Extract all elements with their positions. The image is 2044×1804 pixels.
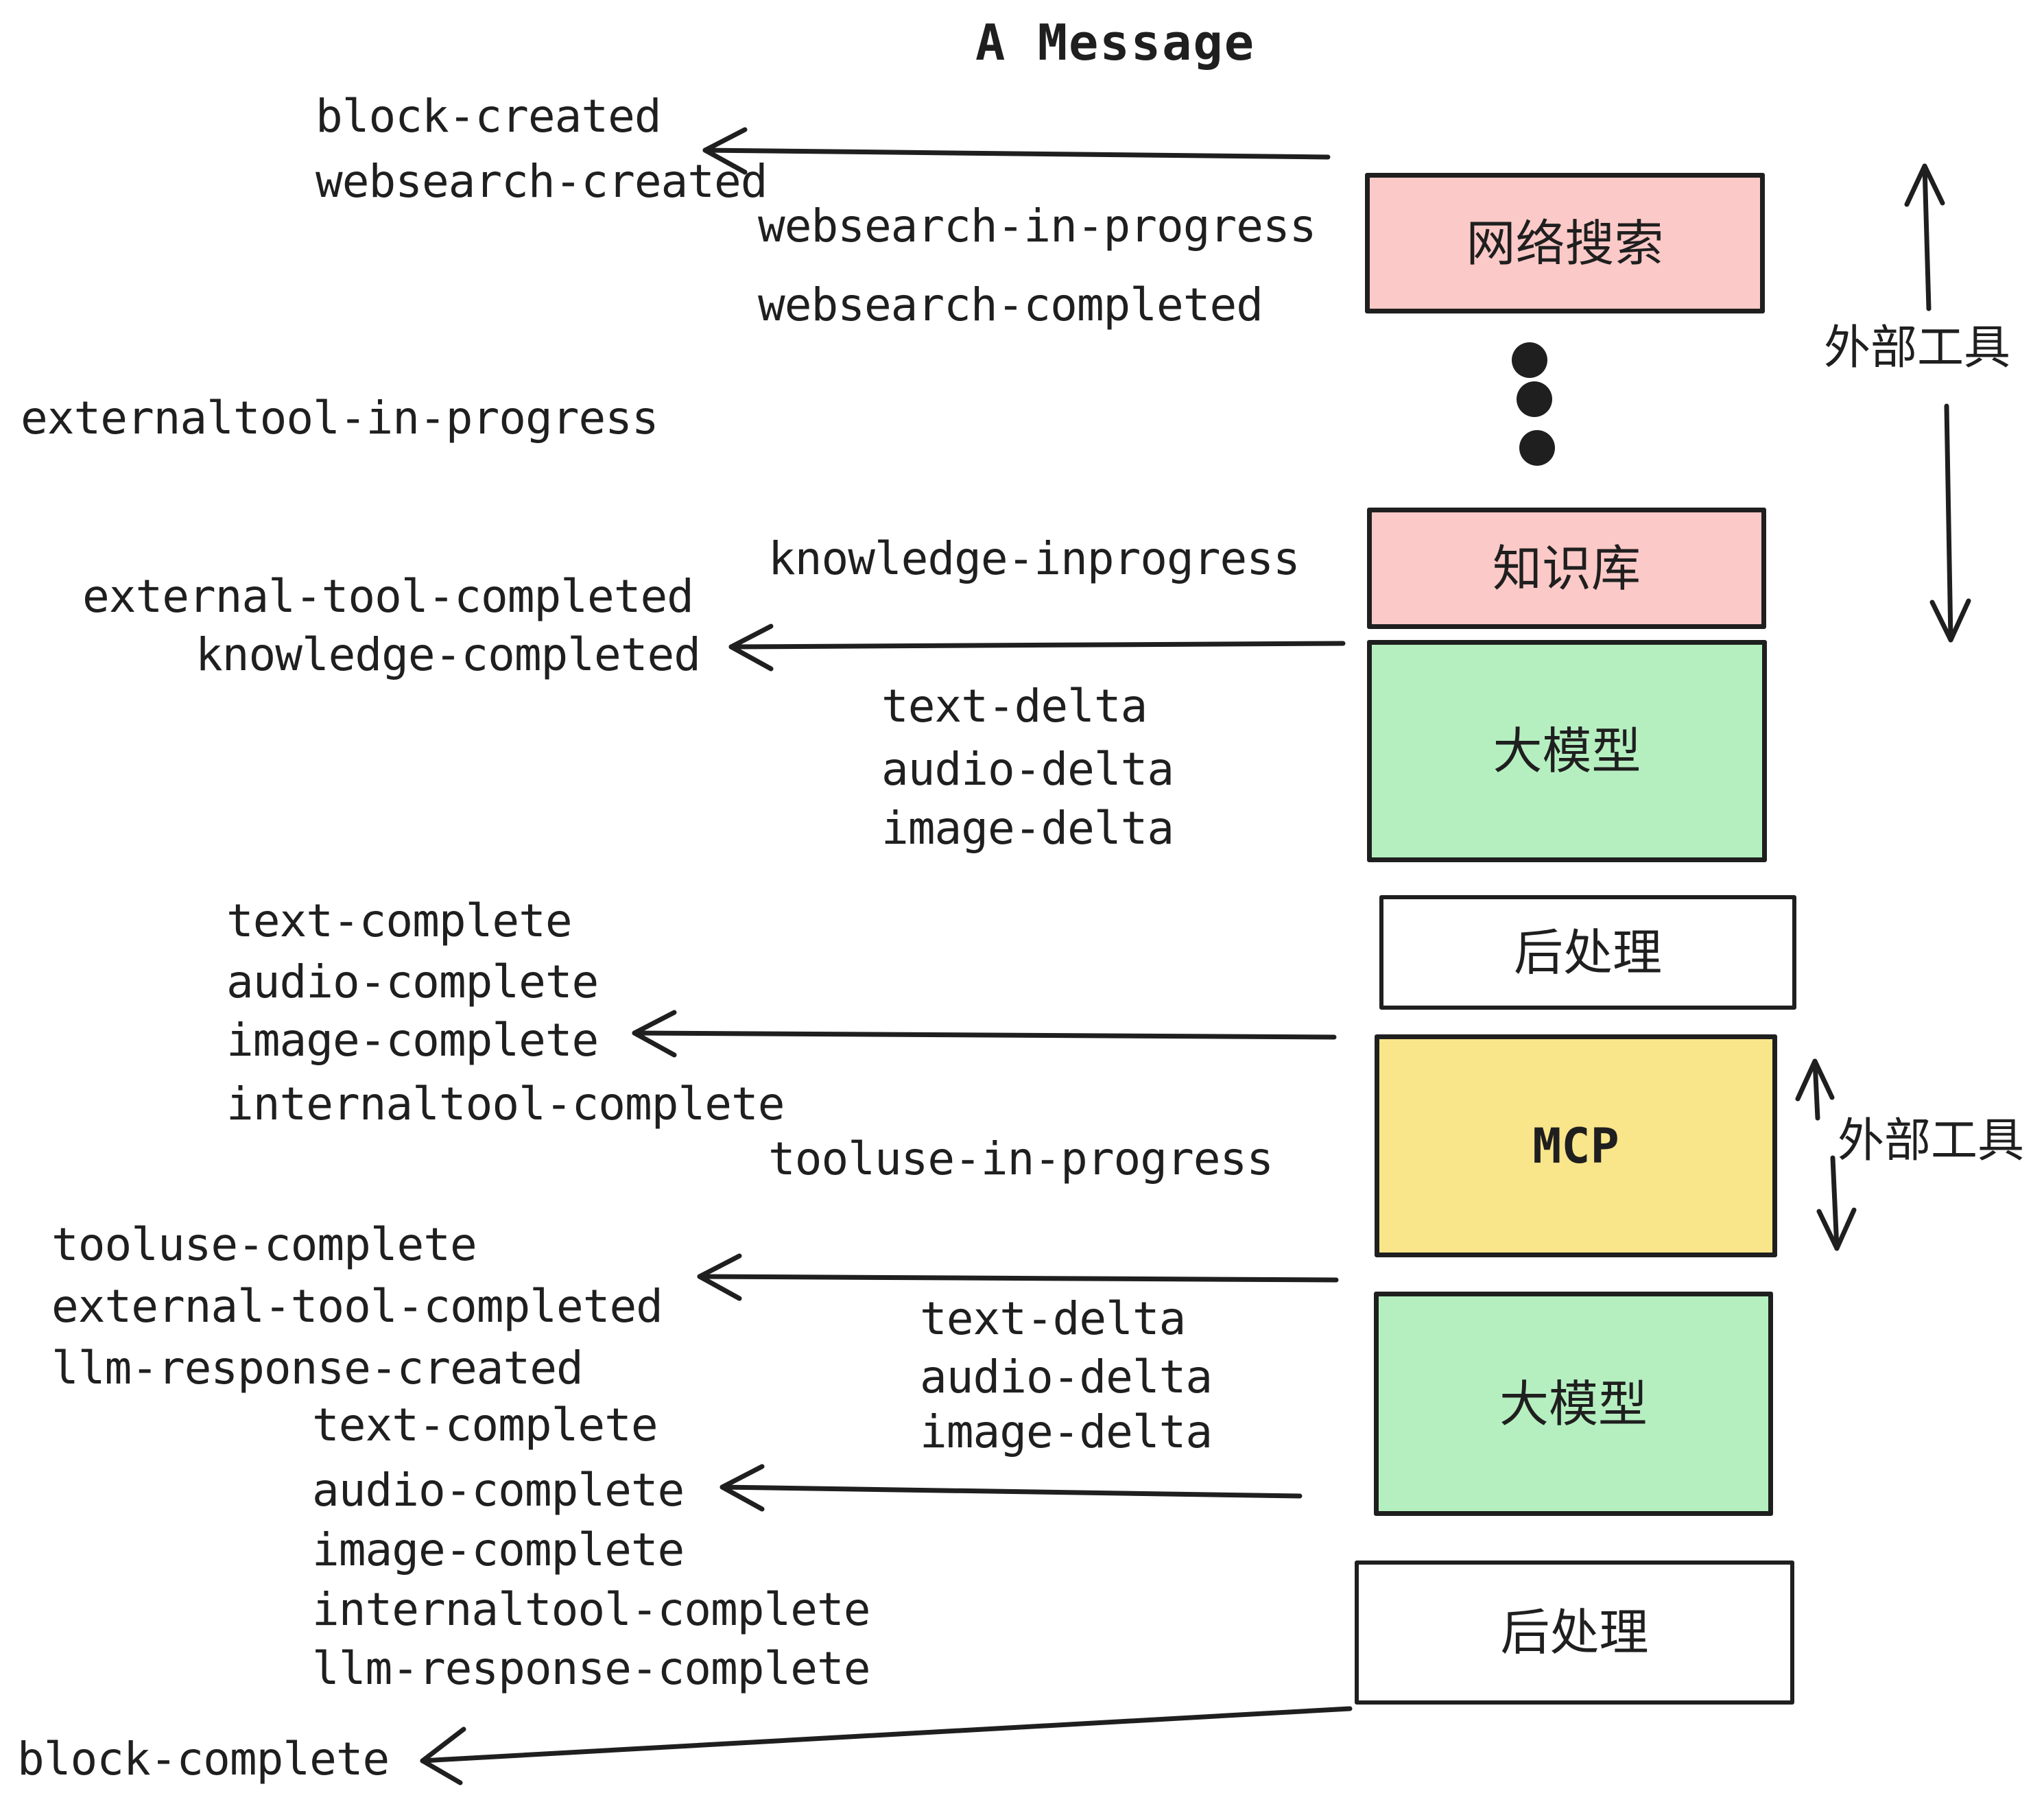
event-tooluse-in-progress: tooluse-in-progress xyxy=(768,1132,1274,1185)
box-llm-bottom-label: 大模型 xyxy=(1499,1375,1648,1433)
event-image-complete-2: image-complete xyxy=(312,1523,685,1576)
event-knowledge-inprogress: knowledge-inprogress xyxy=(768,532,1300,585)
event-audio-delta-2: audio-delta xyxy=(920,1351,1213,1403)
event-block-complete: block-complete xyxy=(17,1733,390,1785)
box-llm-bottom: 大模型 xyxy=(1374,1292,1773,1516)
box-postprocess-bottom: 后处理 xyxy=(1355,1560,1794,1705)
event-websearch-created: websearch-created xyxy=(316,155,768,208)
box-postprocess-top: 后处理 xyxy=(1379,895,1796,1010)
event-audio-complete-2: audio-complete xyxy=(312,1464,685,1517)
event-knowledge-completed: knowledge-completed xyxy=(195,628,701,681)
event-tooluse-complete: tooluse-complete xyxy=(51,1218,477,1271)
event-externaltool-in-progress: externaltool-in-progress xyxy=(21,392,659,444)
arrow-to-knowledge-completed xyxy=(728,624,1346,672)
box-llm-top-label: 大模型 xyxy=(1493,722,1641,780)
external-tools-bottom-up-arrow xyxy=(1795,1058,1835,1121)
event-external-tool-completed-2: external-tool-completed xyxy=(51,1280,663,1333)
diagram-title: A Message xyxy=(975,14,1256,71)
box-mcp: MCP xyxy=(1375,1034,1777,1257)
event-external-tool-completed: external-tool-completed xyxy=(82,570,694,623)
external-tools-top-label: 外部工具 xyxy=(1824,321,2011,375)
external-tools-top-up-arrow xyxy=(1904,163,1945,311)
event-image-complete: image-complete xyxy=(226,1014,599,1067)
arrow-to-block-created xyxy=(702,127,1331,175)
box-llm-top: 大模型 xyxy=(1367,640,1767,862)
event-internaltool-complete-2: internaltool-complete xyxy=(312,1583,870,1636)
event-text-complete-2: text-complete xyxy=(312,1399,658,1451)
box-postprocess-top-label: 后处理 xyxy=(1513,923,1662,982)
event-text-complete: text-complete xyxy=(226,894,573,947)
event-image-delta: image-delta xyxy=(881,802,1174,855)
box-postprocess-bottom-label: 后处理 xyxy=(1500,1604,1649,1661)
external-tools-top-down-arrow xyxy=(1929,403,1971,643)
event-text-delta-2: text-delta xyxy=(920,1292,1186,1345)
event-websearch-completed: websearch-completed xyxy=(758,278,1263,331)
external-tools-bottom-label: 外部工具 xyxy=(1838,1114,2025,1168)
arrow-to-image-complete xyxy=(632,1010,1337,1058)
event-internaltool-complete: internaltool-complete xyxy=(226,1078,785,1130)
arrow-to-block-complete xyxy=(420,1706,1353,1785)
box-websearch: 网络搜索 xyxy=(1365,173,1765,313)
arrow-to-audio-complete xyxy=(720,1464,1303,1512)
event-image-delta-2: image-delta xyxy=(920,1405,1213,1458)
event-websearch-in-progress: websearch-in-progress xyxy=(758,200,1316,252)
box-knowledge: 知识库 xyxy=(1367,508,1766,629)
event-audio-delta: audio-delta xyxy=(881,743,1174,796)
box-mcp-label: MCP xyxy=(1532,1117,1619,1174)
event-llm-response-complete: llm-response-complete xyxy=(312,1642,870,1695)
event-text-delta: text-delta xyxy=(881,680,1148,733)
event-block-created: block-created xyxy=(316,90,662,143)
event-audio-complete: audio-complete xyxy=(226,956,599,1008)
ellipsis-dots xyxy=(1512,342,1555,466)
box-knowledge-label: 知识库 xyxy=(1492,539,1641,597)
box-websearch-label: 网络搜索 xyxy=(1466,214,1664,272)
event-llm-response-created: llm-response-created xyxy=(51,1342,584,1394)
external-tools-bottom-down-arrow xyxy=(1816,1155,1857,1251)
